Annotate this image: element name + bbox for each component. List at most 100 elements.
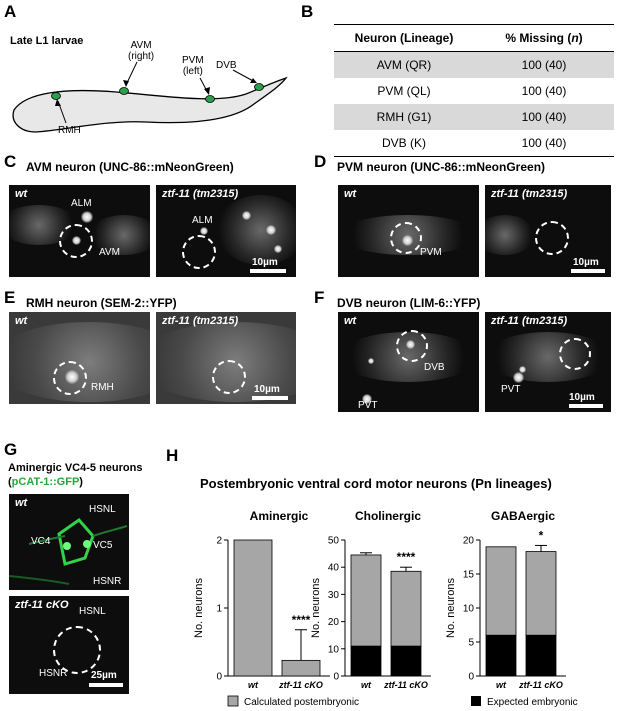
bar	[390, 645, 422, 677]
y-axis-label: No. neurons	[445, 578, 457, 638]
pvt-label: PVT	[358, 400, 378, 411]
genotype-label: wt	[344, 315, 357, 327]
scale-bar-label: 25µm	[91, 670, 117, 681]
y-tick-label: 10	[463, 604, 475, 615]
bar	[525, 551, 557, 636]
table-row: RMH (G1) 100 (40)	[334, 104, 614, 130]
hsnr-label: HSNR	[93, 576, 122, 587]
table-cell: 100 (40)	[474, 51, 614, 78]
legend-label-postembryonic: Calculated postembryonic	[244, 697, 359, 708]
scale-bar-label: 10µm	[569, 392, 595, 403]
bar	[281, 659, 321, 677]
genotype-label: ztf-11 cKO	[15, 599, 69, 611]
table-cell: PVM (QL)	[377, 84, 431, 98]
y-axis-label: No. neurons	[310, 578, 322, 638]
legend-swatch-postembryonic	[227, 695, 239, 707]
table-cell: 100 (40)	[474, 104, 614, 130]
reporter-label: pCAT-1::GFP	[11, 476, 80, 488]
x-tick-label: wt	[248, 680, 259, 690]
panel-a-schematic: Late L1 larvae AVM (right) PVM (left) DV…	[6, 22, 296, 150]
table-header-missing: % Missing (n)	[474, 24, 614, 52]
x-tick-label: wt	[361, 680, 372, 690]
significance-marker: *	[539, 528, 544, 542]
dvb-label: DVB	[424, 362, 445, 373]
y-tick-label: 50	[328, 536, 340, 547]
panel-h-title: Postembryonic ventral cord motor neurons…	[200, 476, 552, 491]
pvm-label: PVM (left)	[182, 55, 204, 77]
avm-cell	[119, 87, 129, 95]
y-tick-label: 40	[328, 563, 340, 574]
panel-label-a: A	[4, 2, 17, 21]
genotype-label: ztf-11 (tm2315)	[491, 315, 568, 327]
table-cell: 100 (40)	[474, 130, 614, 157]
y-tick-label: 5	[468, 638, 474, 649]
panel-f-mutant-image: ztf-11 (tm2315) PVT 10µm	[485, 312, 611, 412]
x-tick-label: ztf-11 cKO	[278, 680, 323, 690]
scale-bar	[252, 396, 288, 400]
scale-bar	[569, 404, 603, 408]
table-row: DVB (K) 100 (40)	[334, 130, 614, 157]
significance-marker: ****	[397, 550, 416, 564]
panel-d-title: PVM neuron (UNC-86::mNeonGreen)	[337, 160, 546, 174]
y-tick-label: 10	[328, 644, 340, 655]
panel-label-c: C	[4, 152, 17, 171]
table-cell: AVM (QR)	[334, 51, 474, 78]
panel-a-title: Late L1 larvae	[10, 35, 84, 47]
panel-e-title: RMH neuron (SEM-2::YFP)	[26, 296, 177, 310]
table-cell: DVB (K)	[334, 130, 474, 157]
genotype-label: wt	[15, 188, 28, 200]
rmh-label: RMH	[58, 125, 81, 136]
panel-g-mutant-image: ztf-11 cKO HSNL HSNR 25µm	[9, 596, 129, 694]
scale-bar-label: 10µm	[573, 257, 599, 268]
table-cell: 100 (40)	[521, 84, 567, 98]
bar	[525, 634, 557, 677]
vc5-label: VC5	[93, 540, 113, 551]
panel-d-mutant-image: ztf-11 (tm2315) 10µm	[485, 185, 611, 277]
rmh-label: RMH	[91, 382, 114, 393]
panel-d-wt-image: wt PVM	[338, 185, 479, 277]
avm-label: AVM (right)	[128, 40, 155, 62]
genotype-label: ztf-11 (tm2315)	[491, 188, 568, 200]
bar	[350, 645, 382, 677]
panel-g-title: Aminergic VC4-5 neurons (pCAT-1::GFP)	[8, 462, 143, 488]
panel-f-title: DVB neuron (LIM-6::YFP)	[337, 296, 481, 310]
scale-bar	[250, 269, 286, 273]
genotype-label: wt	[15, 497, 28, 509]
hsnr-label: HSNR	[39, 668, 68, 679]
scale-bar	[571, 269, 605, 273]
panel-label-h: H	[166, 446, 179, 465]
alm-label: ALM	[71, 198, 92, 209]
significance-marker: ****	[292, 613, 311, 627]
panel-label-b: B	[301, 2, 314, 21]
genotype-label: ztf-11 (tm2315)	[162, 188, 239, 200]
y-tick-label: 0	[468, 672, 474, 683]
table-header-row: Neuron (Lineage) % Missing (n)	[334, 24, 614, 52]
y-tick-label: 20	[463, 536, 475, 547]
worm-diagram	[12, 61, 288, 133]
hsnl-label: HSNL	[79, 606, 106, 617]
y-tick-label: 20	[328, 617, 340, 628]
vc4-label: VC4	[31, 536, 51, 547]
scale-bar	[89, 683, 123, 687]
panel-label-f: F	[314, 288, 325, 307]
dvb-cell	[254, 83, 264, 91]
panel-label-d: D	[314, 152, 327, 171]
chart-title: Aminergic	[250, 509, 309, 523]
panel-f-wt-image: wt DVB PVT	[338, 312, 479, 412]
x-tick-label: ztf-11 cKO	[383, 680, 428, 690]
panel-label-g: G	[4, 440, 18, 459]
missing-neuron-table: Neuron (Lineage) % Missing (n) AVM (QR) …	[334, 24, 614, 157]
pvt-label: PVT	[501, 384, 521, 395]
table-cell: RMH (G1)	[334, 104, 474, 130]
table-row: AVM (QR) 100 (40)	[334, 51, 614, 78]
panel-c-wt-image: wt ALM AVM	[9, 185, 150, 277]
y-tick-label: 0	[216, 672, 222, 683]
scale-bar-label: 10µm	[252, 257, 278, 268]
alm-label: ALM	[192, 215, 213, 226]
genotype-label: ztf-11 (tm2315)	[162, 315, 239, 327]
hsnl-label: HSNL	[89, 504, 116, 515]
bar	[485, 546, 517, 636]
